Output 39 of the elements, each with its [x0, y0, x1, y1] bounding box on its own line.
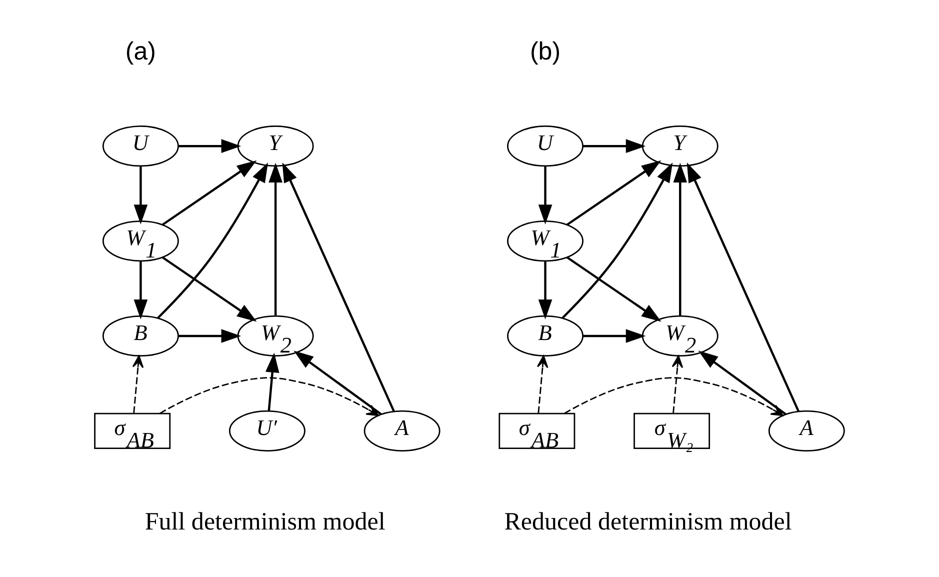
arrow: [672, 355, 684, 414]
arrow: [562, 162, 673, 319]
node-ellipse: A: [364, 410, 440, 452]
arrow: [268, 162, 282, 316]
arrow: [134, 261, 148, 320]
arrow: [162, 160, 257, 226]
node-ellipse: Y: [237, 126, 314, 167]
arrow: [538, 166, 552, 224]
arrow: [566, 160, 662, 226]
node-ellipse: U′: [228, 410, 306, 452]
node-ellipse: B: [102, 315, 179, 357]
arrow: [294, 350, 382, 416]
label: Reduced determinism model: [504, 508, 792, 536]
arrow: [265, 352, 280, 411]
node-ellipse: U: [507, 126, 584, 167]
node-ellipse: Y: [642, 126, 718, 167]
arrow: [157, 162, 268, 319]
arrow: [178, 329, 242, 343]
arrow: [583, 329, 646, 343]
label: Full determinism model: [144, 508, 386, 536]
arrow: [162, 256, 257, 322]
node-ellipse: U: [102, 126, 179, 167]
arrow: [178, 139, 242, 153]
label: (b): [530, 38, 561, 66]
arrow: [564, 377, 784, 416]
arrow: [536, 355, 548, 414]
arrow: [134, 166, 148, 224]
arrow: [566, 256, 662, 322]
arrow: [673, 162, 688, 316]
arrow: [698, 350, 786, 416]
label: (a): [125, 38, 156, 66]
arrow: [538, 261, 552, 320]
arrow: [583, 139, 646, 153]
node-ellipse: B: [507, 315, 584, 357]
node-ellipse: A: [768, 410, 845, 452]
arrow: [159, 377, 379, 416]
arrow: [132, 355, 144, 414]
arrow: [282, 162, 396, 412]
arrow: [686, 162, 800, 412]
